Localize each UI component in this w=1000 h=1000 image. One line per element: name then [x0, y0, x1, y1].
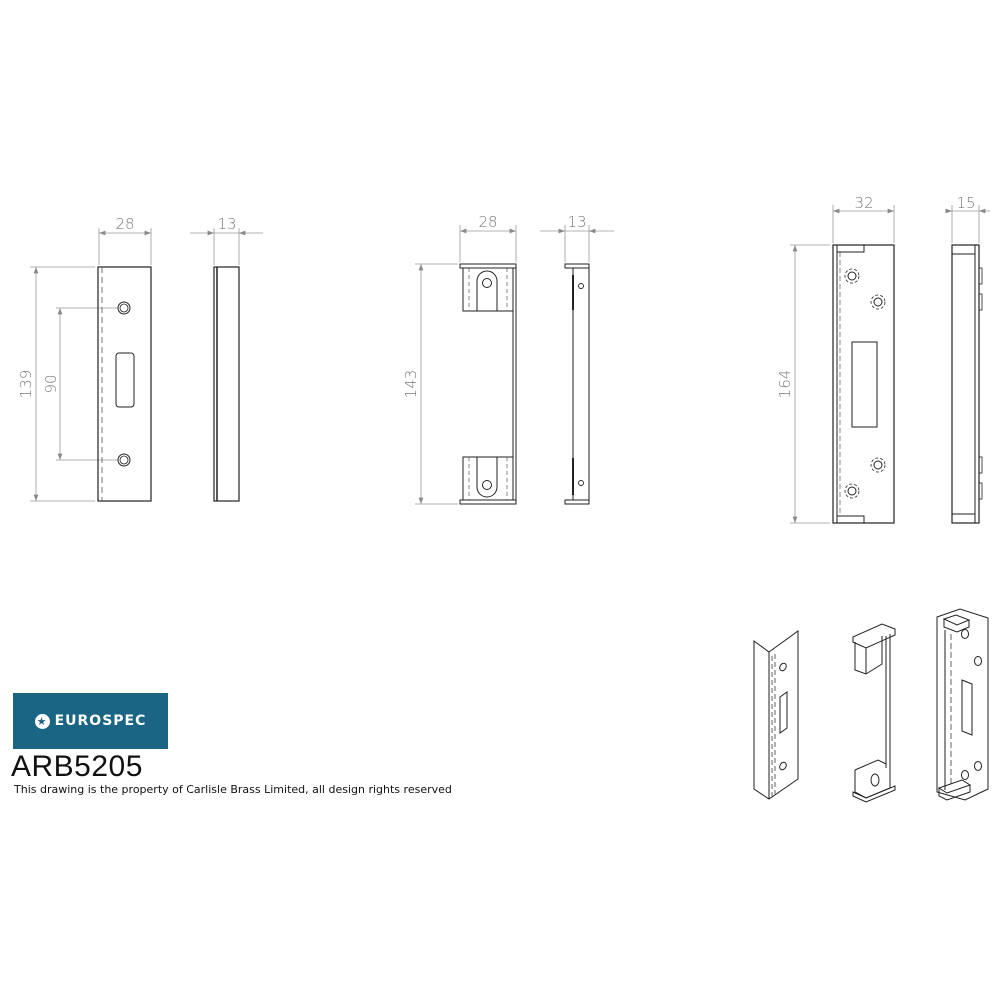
- eurospec-logo: ★ EUROSPEC: [13, 693, 168, 749]
- part3-side-view: 15: [945, 194, 990, 524]
- part2-isometric-view: [852, 623, 896, 803]
- dim-width-32: 32: [854, 194, 873, 212]
- star-circle-icon: ★: [34, 713, 50, 729]
- part1-side-view: 13: [190, 215, 263, 502]
- copyright-notice: This drawing is the property of Carlisle…: [14, 783, 452, 796]
- dim-depth-13: 13: [567, 213, 586, 231]
- dim-width-28: 28: [115, 215, 134, 233]
- dim-width-28: 28: [478, 213, 497, 231]
- dim-depth-13: 13: [217, 215, 236, 233]
- part1-front-view: 28 139 90: [17, 215, 152, 502]
- part3-isometric-view: [936, 608, 989, 801]
- product-code: ARB5205: [11, 750, 143, 783]
- dim-depth-15: 15: [956, 194, 975, 212]
- dim-height-139: 139: [17, 370, 35, 399]
- part1-isometric-view: [753, 630, 799, 800]
- brand-name: EUROSPEC: [54, 713, 147, 729]
- dim-hole-spacing-90: 90: [42, 374, 60, 393]
- dim-height-164: 164: [776, 370, 794, 399]
- part2-side-view: 13: [540, 213, 614, 505]
- part2-front-view: 28 143: [402, 213, 517, 505]
- part3-front-view: 32 164: [776, 194, 895, 524]
- dim-height-143: 143: [402, 370, 420, 399]
